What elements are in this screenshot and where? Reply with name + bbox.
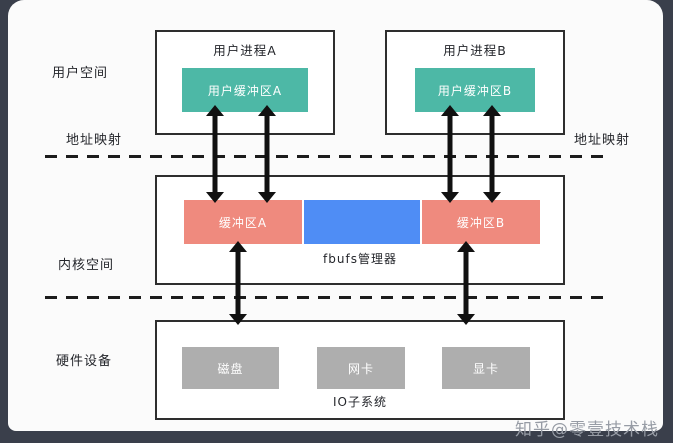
bidirectional-arrow-icon — [258, 105, 276, 203]
user-buffer-a: 用户缓冲区A — [182, 68, 308, 112]
process-a-title: 用户进程A — [213, 43, 277, 58]
kernel-space-label: 内核空间 — [58, 258, 115, 273]
device-nic: 网卡 — [317, 347, 405, 389]
process-b-title: 用户进程B — [443, 43, 507, 58]
user-kernel-divider — [45, 155, 610, 158]
bidirectional-arrow-icon — [457, 241, 475, 325]
user-buffer-b: 用户缓冲区B — [415, 68, 535, 112]
bidirectional-arrow-icon — [206, 105, 224, 203]
process-a-box: 用户进程A 用户缓冲区A — [155, 30, 335, 135]
bidirectional-arrow-icon — [229, 241, 247, 325]
device-gpu: 显卡 — [442, 347, 530, 389]
kernel-buffer-b: 缓冲区B — [422, 200, 540, 244]
watermark: 知乎@零壹技术栈 — [515, 420, 659, 440]
fbufs-manager-block — [304, 200, 420, 244]
hardware-label: 硬件设备 — [56, 354, 113, 369]
kernel-hardware-divider — [45, 296, 610, 299]
bidirectional-arrow-icon — [483, 105, 501, 203]
fbufs-manager-label: fbufs管理器 — [323, 252, 397, 266]
user-space-label: 用户空间 — [52, 66, 109, 81]
address-map-label-right: 地址映射 — [574, 133, 631, 148]
device-disk: 磁盘 — [182, 347, 279, 389]
process-b-box: 用户进程B 用户缓冲区B — [385, 30, 565, 135]
address-map-label-left: 地址映射 — [66, 133, 123, 148]
kernel-buffer-a: 缓冲区A — [184, 200, 302, 244]
bidirectional-arrow-icon — [441, 105, 459, 203]
io-subsystem-label: IO子系统 — [333, 395, 387, 409]
hardware-box: 磁盘 网卡 显卡 IO子系统 — [155, 320, 565, 420]
